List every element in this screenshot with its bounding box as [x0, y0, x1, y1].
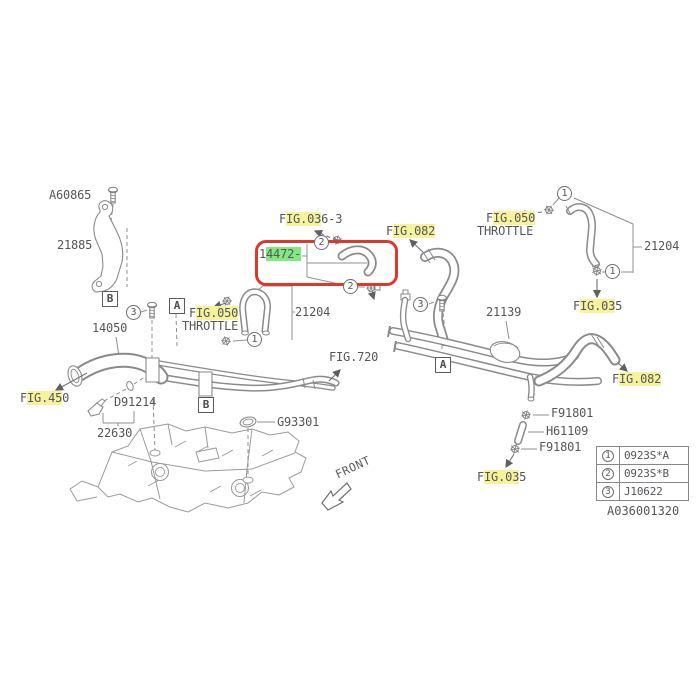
hose-14472: [337, 245, 377, 277]
part-label-h61109: H61109: [546, 424, 589, 438]
callout-circle-1: 1: [247, 332, 262, 347]
fig-ref-035-right[interactable]: FIG.035: [573, 299, 623, 313]
screw-a60865: [108, 186, 118, 204]
fig-ref-720[interactable]: FIG.720: [329, 350, 379, 364]
clamp-icon: [542, 202, 556, 218]
legend-circle-2: 2: [602, 467, 614, 480]
clamp-icon: [219, 334, 233, 348]
fig-ref-035-bottom[interactable]: FIG.035: [477, 470, 527, 484]
callout-circle-3: 3: [413, 297, 428, 312]
clamp-f91801-upper: [519, 408, 533, 422]
sensor-d91214: [87, 381, 134, 417]
part-label-14472-prefix: 1: [259, 247, 267, 261]
fig-ref-082-mid[interactable]: FIG.082: [612, 372, 662, 386]
part-label-f91801-upper: F91801: [551, 406, 594, 420]
bracket-21885: [91, 200, 124, 293]
legend-code: 0923S*B: [624, 467, 669, 480]
callout-circle-1: 1: [605, 264, 620, 279]
legend-row: 1 0923S*A: [597, 447, 688, 465]
callout-legend-table: 1 0923S*A 2 0923S*B 3 J10622: [596, 446, 689, 501]
part-label-g93301: G93301: [277, 415, 320, 429]
ref-box-a-left: A: [169, 298, 185, 314]
hose-21204-left: [239, 288, 271, 336]
legend-row: 3 J10622: [597, 483, 688, 500]
screw-callout3-left: [147, 301, 157, 319]
callout-circle-3: 3: [126, 305, 141, 320]
legend-code: 0923S*A: [624, 449, 669, 462]
legend-circle-1: 1: [602, 449, 614, 462]
ref-box-b-top: B: [102, 291, 118, 307]
part-label-14050: 14050: [92, 321, 128, 335]
fig-ref-082-top[interactable]: FIG.082: [386, 224, 436, 238]
gasket-g93301: [149, 416, 257, 484]
part-label-14472-highlight: 4472-: [266, 247, 302, 261]
ref-box-b-bottom: B: [198, 397, 214, 413]
part-label-a60865: A60865: [49, 188, 92, 202]
legend-code: J10622: [624, 485, 663, 498]
callout-circle-1: 1: [557, 186, 572, 201]
hose-fig082: [420, 247, 460, 346]
part-label-d91214: D91214: [114, 395, 157, 409]
part-label-f91801-lower: F91801: [539, 440, 582, 454]
ref-box-a-right: A: [435, 357, 451, 373]
pipe-assembly-21139: [387, 289, 621, 445]
part-label-22630: 22630: [97, 426, 133, 440]
part-label-21885: 21885: [57, 238, 93, 252]
fig-ref-450[interactable]: FIG.450: [20, 391, 70, 405]
legend-circle-3: 3: [602, 485, 614, 498]
fig-ref-036[interactable]: FIG.036-3: [279, 212, 343, 226]
legend-row: 2 0923S*B: [597, 465, 688, 483]
front-direction-arrow: [321, 482, 352, 511]
part-label-21204-left: 21204: [295, 305, 331, 319]
part-label-21204-right: 21204: [644, 239, 680, 253]
water-pipe-14050: [67, 352, 340, 397]
drawing-number: A036001320: [607, 504, 680, 518]
part-label-14472-selected[interactable]: 14472-: [259, 247, 302, 261]
callout-circle-2: 2: [314, 235, 329, 250]
callout-circle-2: 2: [343, 279, 358, 294]
part-label-21139: 21139: [486, 305, 522, 319]
hose-21204-right: [565, 203, 601, 268]
engine-block-sketch: [69, 423, 307, 513]
